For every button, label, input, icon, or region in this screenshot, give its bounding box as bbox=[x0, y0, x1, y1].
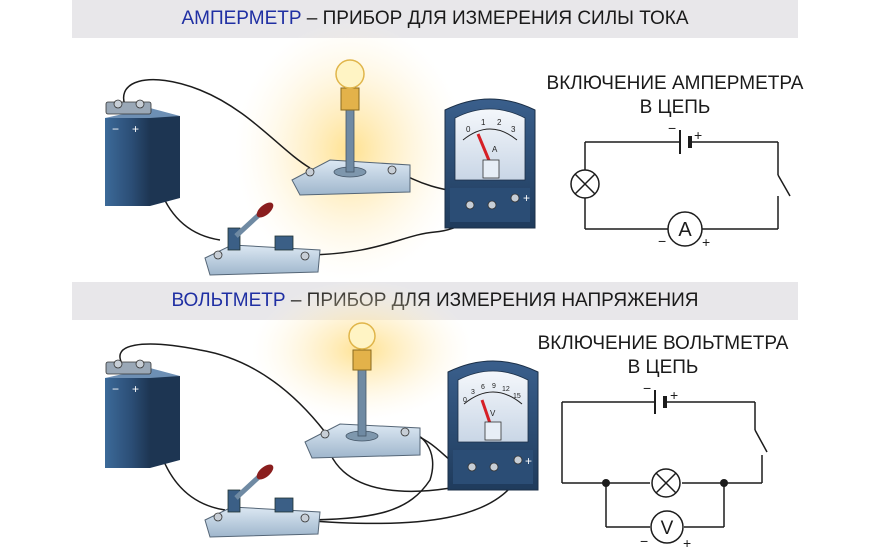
lamp-bulb bbox=[348, 322, 376, 350]
ammeter-symbol bbox=[667, 211, 703, 247]
ammeter-scale-0: 0 bbox=[466, 125, 471, 134]
voltmeter-scene: − + 0 3 6 9 bbox=[105, 280, 768, 550]
battery-plus-label: + bbox=[132, 382, 139, 396]
voltmeter-title-highlight: ВОЛЬТМЕТР bbox=[171, 290, 286, 311]
voltmeter-scale-15: 15 bbox=[513, 393, 521, 400]
knife-switch bbox=[204, 202, 321, 276]
voltmeter-schematic: − + V − + bbox=[561, 380, 768, 550]
voltmeter-scale-3: 3 bbox=[471, 389, 475, 396]
battery: − + bbox=[105, 359, 180, 468]
lamp-bulb bbox=[335, 59, 365, 89]
ammeter-device-plus-label: + bbox=[523, 191, 530, 205]
junction-dot bbox=[720, 479, 728, 487]
battery: − + bbox=[105, 99, 180, 206]
ammeter-caption-line2: В ЦЕПЬ bbox=[639, 97, 711, 118]
voltmeter-scale-12: 12 bbox=[502, 386, 510, 393]
junction-dot bbox=[602, 479, 610, 487]
voltmeter-scale-9: 9 bbox=[492, 383, 496, 390]
lamp-stand bbox=[291, 59, 411, 196]
voltmeter-symbol-minus: − bbox=[640, 533, 648, 549]
ammeter-scene: − + 0 1 2 bbox=[105, 20, 791, 280]
ammeter-scale-2: 2 bbox=[497, 118, 502, 127]
knife-switch bbox=[204, 464, 321, 538]
voltmeter-symbol-letter: V bbox=[661, 518, 674, 539]
voltmeter-caption-line1: ВКЛЮЧЕНИЕ ВОЛЬТМЕТРА bbox=[537, 333, 789, 354]
voltmeter-scale-0: 0 bbox=[463, 397, 467, 404]
battery-minus-label: − bbox=[112, 122, 119, 136]
ammeter-symbol-letter: A bbox=[678, 219, 692, 241]
voltmeter-symbol-plus: + bbox=[683, 535, 691, 550]
voltmeter-caption: ВКЛЮЧЕНИЕ ВОЛЬТМЕТРА В ЦЕПЬ bbox=[528, 332, 798, 380]
lamp-symbol bbox=[651, 468, 681, 498]
ammeter-scale-3: 3 bbox=[511, 125, 516, 134]
ammeter-schematic: − + A − + bbox=[570, 120, 791, 250]
lamp-stand bbox=[304, 322, 421, 459]
ammeter-unit-label: A bbox=[492, 145, 498, 154]
ammeter-caption-line1: ВКЛЮЧЕНИЕ АМПЕРМЕТРА bbox=[546, 73, 804, 94]
ammeter-device: 0 1 2 3 A + bbox=[444, 98, 536, 229]
lamp-symbol bbox=[570, 169, 600, 199]
voltmeter-scale-6: 6 bbox=[481, 384, 485, 391]
ammeter-symbol-plus: + bbox=[702, 234, 710, 250]
battery-minus-label: − bbox=[112, 382, 119, 396]
ammeter-title-rest: – ПРИБОР ДЛЯ ИЗМЕРЕНИЯ СИЛЫ ТОКА bbox=[301, 8, 689, 29]
schematic-battery-minus: − bbox=[643, 380, 651, 396]
voltmeter-device-plus-label: + bbox=[525, 454, 532, 468]
ammeter-scale-1: 1 bbox=[481, 118, 486, 127]
ammeter-symbol-minus: − bbox=[658, 233, 666, 249]
voltmeter-unit-label: V bbox=[490, 409, 496, 418]
schematic-battery-minus: − bbox=[668, 120, 676, 136]
voltmeter-symbol bbox=[650, 510, 684, 544]
schematic-battery-plus: + bbox=[670, 387, 678, 403]
voltmeter-device: 0 3 6 9 12 15 V + bbox=[447, 360, 539, 491]
ammeter-caption: ВКЛЮЧЕНИЕ АМПЕРМЕТРА В ЦЕПЬ bbox=[540, 72, 810, 120]
ammeter-title-highlight: АМПЕРМЕТР bbox=[181, 8, 302, 29]
voltmeter-caption-line2: В ЦЕПЬ bbox=[627, 357, 699, 378]
battery-plus-label: + bbox=[132, 122, 139, 136]
ammeter-title-banner: АМПЕРМЕТР – ПРИБОР ДЛЯ ИЗМЕРЕНИЯ СИЛЫ ТО… bbox=[72, 0, 798, 38]
schematic-battery-plus: + bbox=[694, 127, 702, 143]
